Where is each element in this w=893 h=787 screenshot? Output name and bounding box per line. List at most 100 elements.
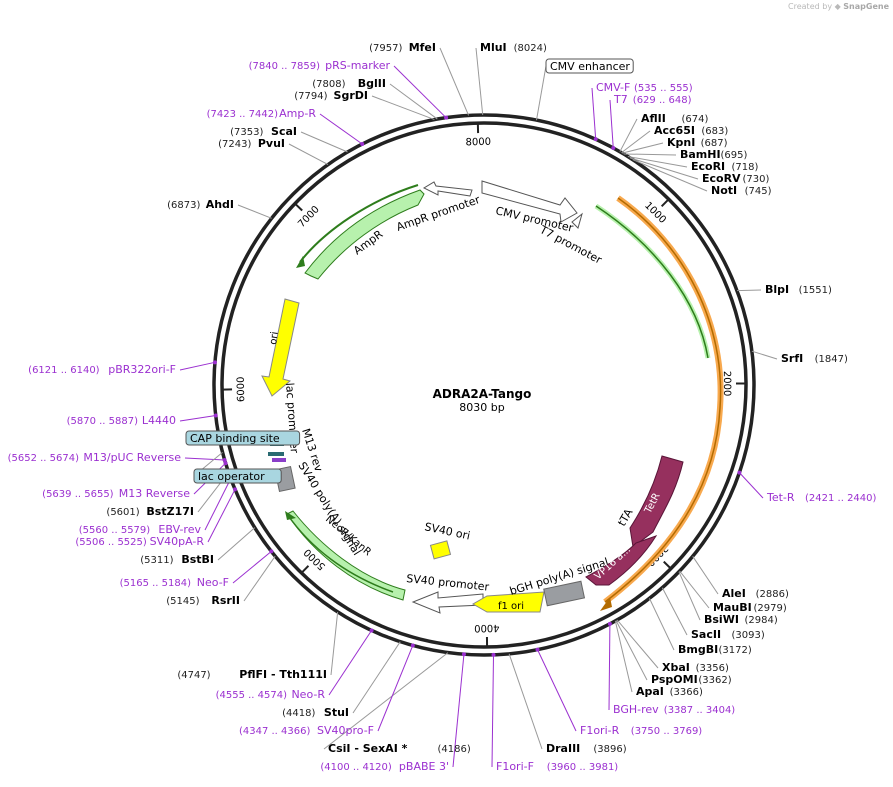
label-sv40pro-f[interactable]: SV40pro-F(4347 .. 4366) xyxy=(239,724,374,737)
label-sv40pa-r[interactable]: SV40pA-R(5506 .. 5525) xyxy=(75,535,204,548)
label-position: (4555 .. 4574) xyxy=(216,690,288,701)
label-name: PflFI - Tth111I xyxy=(239,668,327,681)
label-name: F1ori-R xyxy=(580,724,620,737)
label-amp-r[interactable]: Amp-R(7423 .. 7442) xyxy=(207,107,317,120)
label-name: Tet-R xyxy=(766,491,795,504)
label-name: CMV enhancer xyxy=(550,60,630,73)
label-m13-reverse[interactable]: M13 Reverse(5639 .. 5655) xyxy=(42,487,190,500)
label-tet-r[interactable]: Tet-R (2421 .. 2440) xyxy=(766,491,877,504)
label-bglii[interactable]: BglII(7808) xyxy=(312,77,386,90)
feature-ampr[interactable]: AmpR xyxy=(296,184,425,280)
label-pspomi[interactable]: PspOMI(3362) xyxy=(651,673,732,686)
label-position: (3896) xyxy=(593,744,626,755)
primer-mark xyxy=(461,652,466,657)
label-position: (695) xyxy=(721,150,748,161)
label-name: PspOMI xyxy=(651,673,698,686)
label-position: (730) xyxy=(743,174,770,185)
label-ahdi[interactable]: AhdI(6873) xyxy=(167,198,234,211)
label-cmv-f[interactable]: CMV-F(535 .. 555) xyxy=(596,81,693,94)
label-bsiwi[interactable]: BsiWI(2984) xyxy=(704,613,778,626)
feature-sv40-ori[interactable]: SV40 ori xyxy=(423,520,471,560)
label-name: StuI xyxy=(324,706,349,719)
feature-tta[interactable]: tTA xyxy=(594,195,724,611)
label-aflii[interactable]: AflII(674) xyxy=(641,112,708,125)
label-name: EcoRI xyxy=(691,160,725,173)
label-scai[interactable]: ScaI(7353) xyxy=(230,125,297,138)
leader-line xyxy=(393,65,447,119)
label-mlui[interactable]: MluI(8024) xyxy=(480,41,547,54)
label-srfi[interactable]: SrfI(1847) xyxy=(781,352,848,365)
label-neo-r[interactable]: Neo-R(4555 .. 4574) xyxy=(216,688,326,701)
label-position: (3356) xyxy=(696,663,729,674)
label-rsrii[interactable]: RsrII(5145) xyxy=(166,594,240,607)
label-csii-sexai[interactable]: CsiI - SexAI *(4186) xyxy=(328,742,471,755)
label-alei[interactable]: AleI(2886) xyxy=(722,587,789,600)
label-position: (7808) xyxy=(312,79,345,90)
label-name: SV40pro-F xyxy=(317,724,374,737)
leader-line xyxy=(377,645,414,732)
label-bamhi[interactable]: BamHI(695) xyxy=(680,148,747,161)
label-m13-puc-reverse[interactable]: M13/pUC Reverse(5652 .. 5674) xyxy=(8,451,182,464)
plasmid-length: 8030 bp xyxy=(459,401,504,414)
label-l4440[interactable]: L4440(5870 .. 5887) xyxy=(67,414,176,427)
label-name: BmgBI xyxy=(678,643,718,656)
scale-tick-mark xyxy=(300,565,310,574)
label-maubi[interactable]: MauBI(2979) xyxy=(713,601,787,614)
feature-ori[interactable]: ori xyxy=(261,298,300,397)
label-bmgbi[interactable]: BmgBI(3172) xyxy=(678,643,752,656)
label-name: ScaI xyxy=(271,125,297,138)
label-pvui[interactable]: PvuI(7243) xyxy=(218,137,285,150)
label-pflfi-tth111i[interactable]: PflFI - Tth111I(4747) xyxy=(177,668,327,681)
label-ebv-rev[interactable]: EBV-rev(5560 .. 5579) xyxy=(79,523,202,536)
primer-mark xyxy=(593,137,598,142)
label-name: BsiWI xyxy=(704,613,739,626)
leader-line xyxy=(615,620,648,681)
label-draiii[interactable]: DraIII(3896) xyxy=(546,742,627,755)
label-stui[interactable]: StuI(4418) xyxy=(282,706,349,719)
leader-line xyxy=(389,83,438,120)
label-pbabe-3[interactable]: pBABE 3'(4100 .. 4120) xyxy=(320,760,449,773)
label-blpi[interactable]: BlpI(1551) xyxy=(765,283,832,296)
label-cmv-enhancer[interactable]: CMV enhancer xyxy=(545,58,634,74)
feature-label-f1-ori: f1 ori xyxy=(498,601,524,612)
label-bstz17i[interactable]: BstZ17I(5601) xyxy=(106,505,194,518)
label-noti[interactable]: NotI(745) xyxy=(711,184,772,197)
label-lac-operator[interactable]: lac operator xyxy=(193,468,282,484)
label-acc65i[interactable]: Acc65I(683) xyxy=(654,124,728,137)
backbone-inner xyxy=(220,121,748,649)
leader-line xyxy=(616,619,659,669)
feature-tetr[interactable]: TetR xyxy=(629,455,684,548)
label-sgrdi[interactable]: SgrDI(7794) xyxy=(294,89,368,102)
feature-label-sv40-promoter: SV40 promoter xyxy=(406,572,490,594)
label-position: (1847) xyxy=(815,354,848,365)
label-xbai[interactable]: XbaI(3356) xyxy=(662,661,729,674)
label-kpni[interactable]: KpnI(687) xyxy=(667,136,728,149)
label-position: (629 .. 648) xyxy=(633,95,692,106)
label-sacii[interactable]: SacII(3093) xyxy=(691,628,765,641)
label-prs-marker[interactable]: pRS-marker(7840 .. 7859) xyxy=(249,59,391,72)
label-ecori[interactable]: EcoRI(718) xyxy=(691,160,758,173)
label-name: AflII xyxy=(641,112,666,125)
label-name: MluI xyxy=(480,41,507,54)
label-mfei[interactable]: MfeI(7957) xyxy=(369,41,436,54)
label-bstbi[interactable]: BstBI(5311) xyxy=(140,553,214,566)
label-cap-binding-site[interactable]: CAP binding site xyxy=(185,430,301,446)
label-ecorv[interactable]: EcoRV(730) xyxy=(702,172,769,185)
leader-line xyxy=(622,142,664,154)
label-position: (2421 .. 2440) xyxy=(805,493,877,504)
label-position: (5652 .. 5674) xyxy=(8,453,80,464)
label-apai[interactable]: ApaI(3366) xyxy=(636,685,703,698)
label-position: (3960 .. 3981) xyxy=(547,762,619,773)
label-position: (1551) xyxy=(799,285,832,296)
label-neo-f[interactable]: Neo-F(5165 .. 5184) xyxy=(120,576,229,589)
label-bgh-rev[interactable]: BGH-rev(3387 .. 3404) xyxy=(613,703,735,716)
label-f1ori-f[interactable]: F1ori-F(3960 .. 3981) xyxy=(496,760,618,773)
label-t7[interactable]: T7(629 .. 648) xyxy=(613,93,692,106)
label-pbr322ori-f[interactable]: pBR322ori-F(6121 .. 6140) xyxy=(28,363,176,376)
feature-cmv-promoter[interactable]: CMV promoter xyxy=(481,180,578,235)
feature-f1-ori[interactable]: f1 ori xyxy=(471,591,545,613)
label-name: SacII xyxy=(691,628,721,641)
label-position: (5165 .. 5184) xyxy=(120,578,192,589)
label-f1ori-r[interactable]: F1ori-R(3750 .. 3769) xyxy=(580,724,702,737)
